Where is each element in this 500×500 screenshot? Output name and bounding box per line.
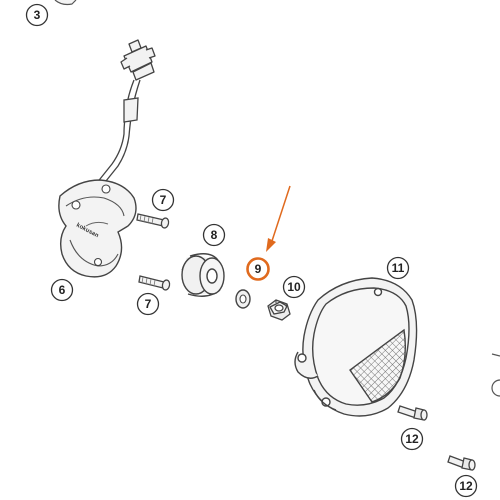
callout-6: 6 — [50, 278, 74, 302]
svg-text:7: 7 — [160, 193, 167, 207]
callout-9-highlighted: 9 — [246, 257, 270, 281]
callout-12-lower: 12 — [454, 474, 478, 498]
callout-11: 11 — [386, 256, 410, 280]
wire-harness — [95, 79, 141, 187]
svg-text:10: 10 — [287, 280, 301, 294]
bolt-upper — [136, 213, 170, 229]
callout-7-upper: 7 — [151, 188, 175, 212]
svg-text:12: 12 — [459, 479, 473, 493]
washer — [235, 289, 251, 309]
callout-7-lower: 7 — [136, 292, 160, 316]
svg-text:7: 7 — [145, 297, 152, 311]
svg-text:9: 9 — [255, 262, 262, 276]
svg-text:8: 8 — [211, 228, 218, 242]
callout-10: 10 — [282, 275, 306, 299]
svg-text:12: 12 — [405, 432, 419, 446]
screw-lower — [447, 455, 476, 471]
bolt-lower — [138, 275, 171, 291]
partial-part-right — [491, 353, 500, 397]
nut — [267, 299, 291, 321]
partial-part-top — [54, 0, 77, 6]
ignition-cover — [294, 277, 418, 417]
stator-plate: kokusan — [58, 179, 137, 278]
callout-8: 8 — [202, 223, 226, 247]
svg-text:6: 6 — [59, 283, 66, 297]
callout-12-upper: 12 — [400, 427, 424, 451]
callout-3: 3 — [25, 3, 49, 27]
screw-upper — [397, 405, 428, 421]
svg-text:11: 11 — [392, 261, 405, 275]
svg-text:3: 3 — [34, 8, 41, 22]
rotor-flywheel — [181, 253, 225, 297]
connector-plug — [120, 39, 156, 81]
highlight-arrow — [266, 185, 291, 252]
